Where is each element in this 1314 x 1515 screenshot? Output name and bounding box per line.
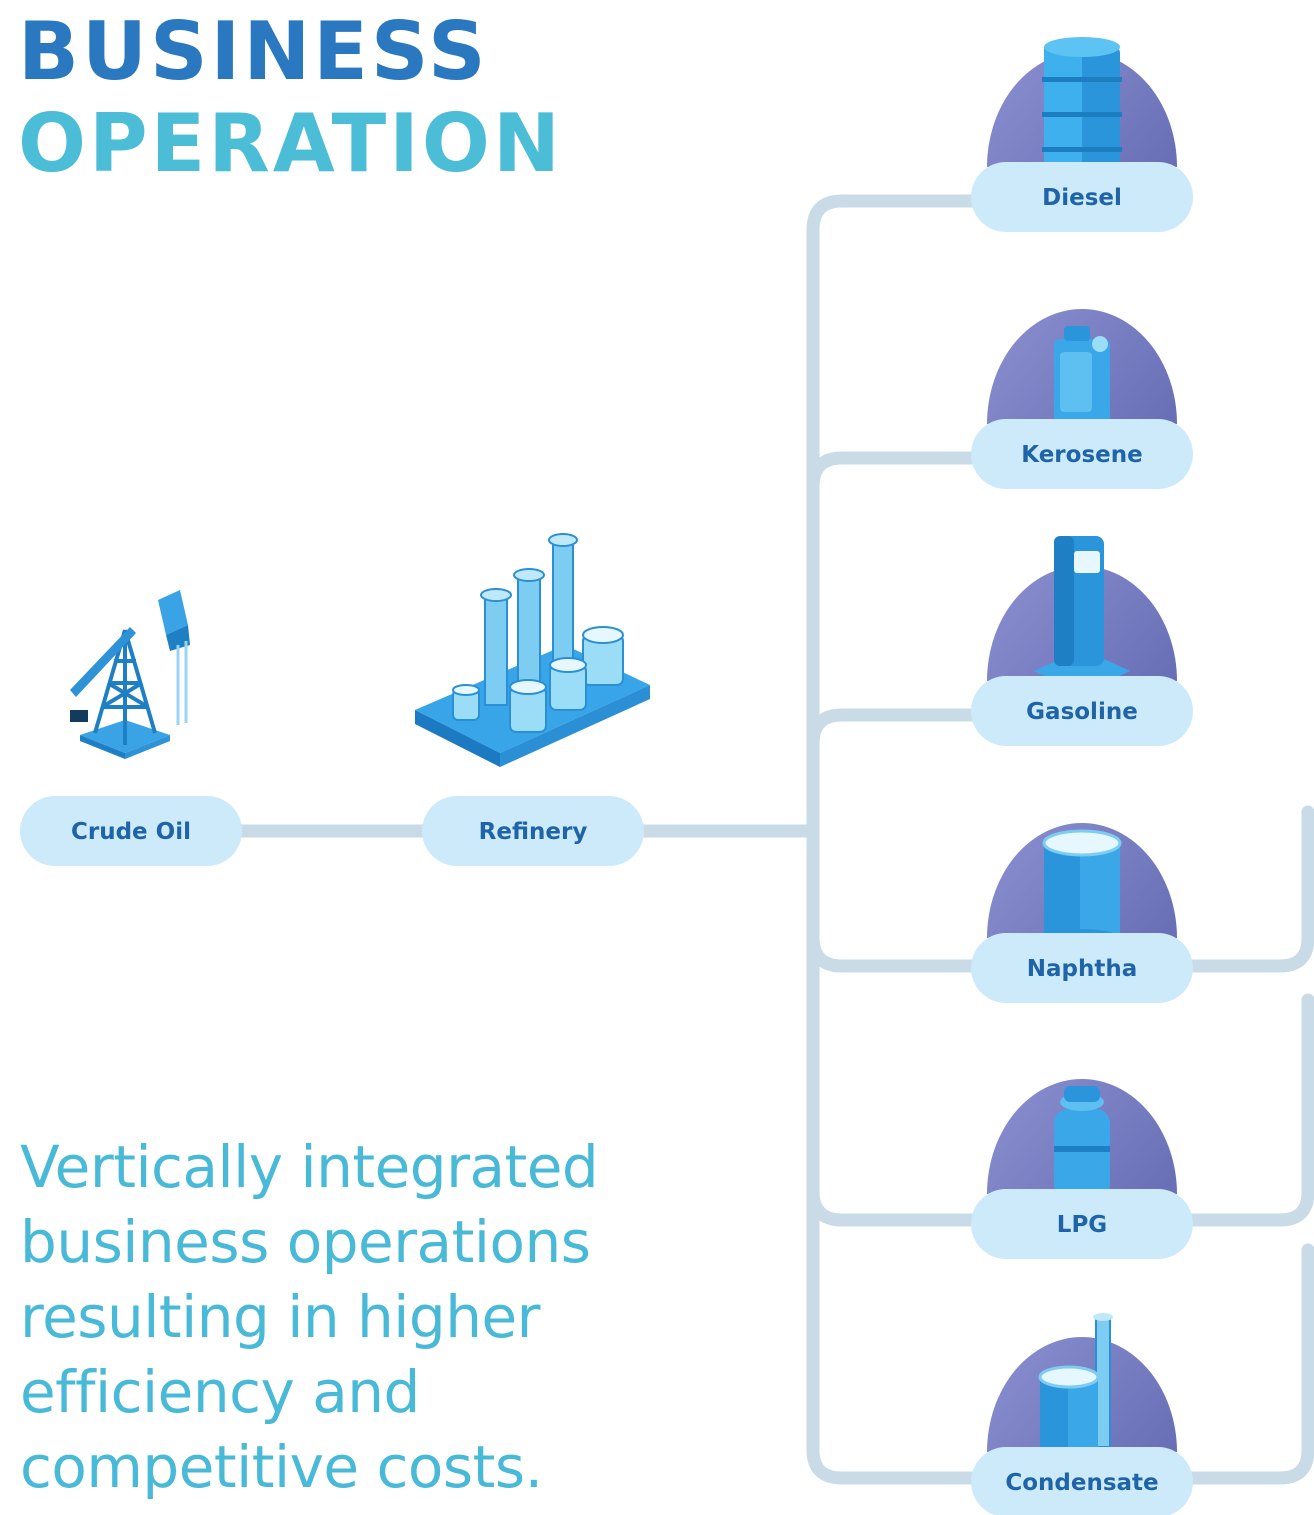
node-naphtha: Naphtha [971, 933, 1193, 1003]
node-condensate-label: Condensate [1005, 1470, 1158, 1496]
tagline: Vertically integrated business operation… [20, 1133, 599, 1501]
node-crude-oil-label: Crude Oil [71, 819, 191, 845]
node-lpg-label: LPG [1057, 1212, 1107, 1238]
node-kerosene: Kerosene [971, 419, 1193, 489]
node-gasoline: Gasoline [971, 676, 1193, 746]
node-diesel-label: Diesel [1042, 185, 1122, 211]
refinery-icon [415, 533, 650, 767]
gas-cylinder-icon [1054, 1086, 1110, 1199]
pumpjack-icon [70, 590, 190, 759]
node-lpg: LPG [971, 1189, 1193, 1259]
node-gasoline-label: Gasoline [1026, 699, 1138, 725]
node-refinery: Refinery [422, 796, 644, 866]
node-condensate: Condensate [971, 1447, 1193, 1515]
node-refinery-label: Refinery [479, 819, 588, 845]
jerrycan-icon [1054, 326, 1110, 424]
storage-tank-icon [1042, 829, 1122, 947]
node-kerosene-label: Kerosene [1021, 442, 1142, 468]
node-crude-oil: Crude Oil [20, 796, 242, 866]
oil-barrel-icon [1042, 37, 1122, 177]
node-naphtha-label: Naphtha [1027, 956, 1138, 982]
title-line-1: BUSINESS [18, 5, 489, 98]
title-line-2: OPERATION [18, 97, 563, 190]
tank-tower-icon [1038, 1313, 1113, 1452]
connector-lines [233, 194, 1314, 1485]
node-diesel: Diesel [971, 162, 1193, 232]
